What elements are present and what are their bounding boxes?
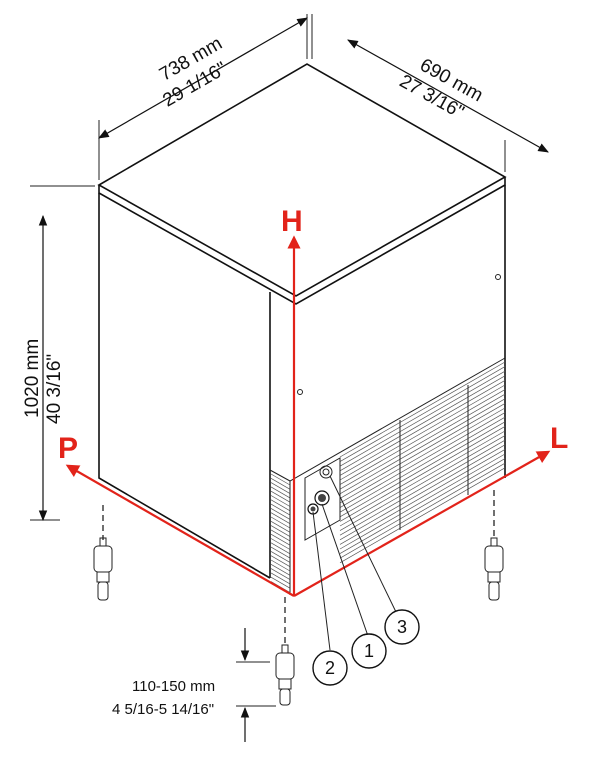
grille-slat <box>339 384 506 481</box>
connection-plate <box>304 457 341 541</box>
height-in: 40 3/16" <box>44 354 65 424</box>
panel-screw <box>297 389 303 395</box>
grille-slat <box>339 462 506 559</box>
grille-slat <box>339 403 506 499</box>
grille-slat <box>270 563 291 576</box>
grille-slat <box>270 503 291 516</box>
axis-right-label: L <box>550 422 568 455</box>
grille-slat <box>270 559 291 572</box>
axis-height-label: H <box>281 205 303 238</box>
grille-slat <box>270 477 291 490</box>
leg-right <box>484 490 504 601</box>
axis-left <box>65 464 295 597</box>
dimension-width: 738 mm 29 1/16" <box>98 14 308 180</box>
grille-slat <box>270 499 291 512</box>
dimension-height: 1020 mm 40 3/16" <box>22 185 95 522</box>
callout-3 <box>384 609 420 645</box>
grille-slat <box>270 555 291 568</box>
grille-slat <box>270 568 291 580</box>
grille-slat <box>270 508 291 520</box>
grille-slat <box>339 467 506 564</box>
grille-slat <box>270 542 291 555</box>
grille-slat <box>270 473 291 486</box>
grille-slat <box>339 393 506 490</box>
grille-slat <box>339 389 506 485</box>
grille-slat <box>339 416 506 513</box>
axis-left-label: P <box>58 432 78 465</box>
grille-slat <box>339 444 506 541</box>
connection-3 <box>319 465 333 479</box>
callout-1-label: 1 <box>364 641 374 661</box>
leg-left <box>93 505 113 601</box>
leg-front <box>275 597 295 706</box>
grille-slat <box>270 520 291 533</box>
grille-slat <box>270 525 291 537</box>
dimension-depth: 690 mm 27 3/16" <box>311 14 549 172</box>
callout-2-label: 2 <box>325 658 335 678</box>
callout-2 <box>312 650 348 686</box>
front-grille <box>270 473 291 593</box>
callout-3-label: 3 <box>397 617 407 637</box>
grille-slat <box>339 412 506 508</box>
grille-slat <box>339 430 506 527</box>
grille-slat <box>270 486 291 499</box>
grille-slat <box>339 439 506 536</box>
panel-screw <box>495 274 501 280</box>
grille-slat <box>339 361 506 458</box>
cabinet <box>97 63 507 595</box>
grille-slat <box>270 538 291 550</box>
dimension-leg: 110-150 mm 4 5/16-5 14/16" <box>112 628 276 742</box>
grille-slat <box>339 407 506 504</box>
leg-in: 4 5/16-5 14/16" <box>112 701 214 718</box>
grille-slat <box>339 370 506 467</box>
grille-slat <box>270 482 291 494</box>
grille-slat <box>339 366 506 462</box>
grille-slat <box>270 490 291 503</box>
cabinet-left-side <box>98 193 271 579</box>
grille-slat <box>339 449 506 545</box>
grille-slat <box>270 495 291 507</box>
grille-slat <box>270 529 291 542</box>
axis-right <box>293 450 551 597</box>
height-mm: 1020 mm <box>22 339 43 418</box>
grille-slat <box>270 516 291 529</box>
grille-slat <box>339 398 506 495</box>
side-grille <box>339 361 506 564</box>
grille-slat <box>270 546 291 559</box>
grille-slat <box>270 576 291 589</box>
grille-slat <box>339 375 506 472</box>
grille-slat <box>270 551 291 563</box>
grille-slat <box>270 512 291 525</box>
axes: H P L <box>58 205 568 597</box>
grille-slat <box>339 453 506 550</box>
leg-mm: 110-150 mm <box>132 678 215 695</box>
grille-slat <box>270 533 291 546</box>
grille-slat <box>270 572 291 585</box>
grille-slat <box>339 421 506 518</box>
grille-slat <box>339 458 506 554</box>
callouts: 2 1 3 <box>312 475 420 686</box>
grille-slat <box>339 380 506 476</box>
grille-slat <box>339 435 506 531</box>
grille-slat <box>339 426 506 522</box>
callout-1 <box>351 633 387 669</box>
